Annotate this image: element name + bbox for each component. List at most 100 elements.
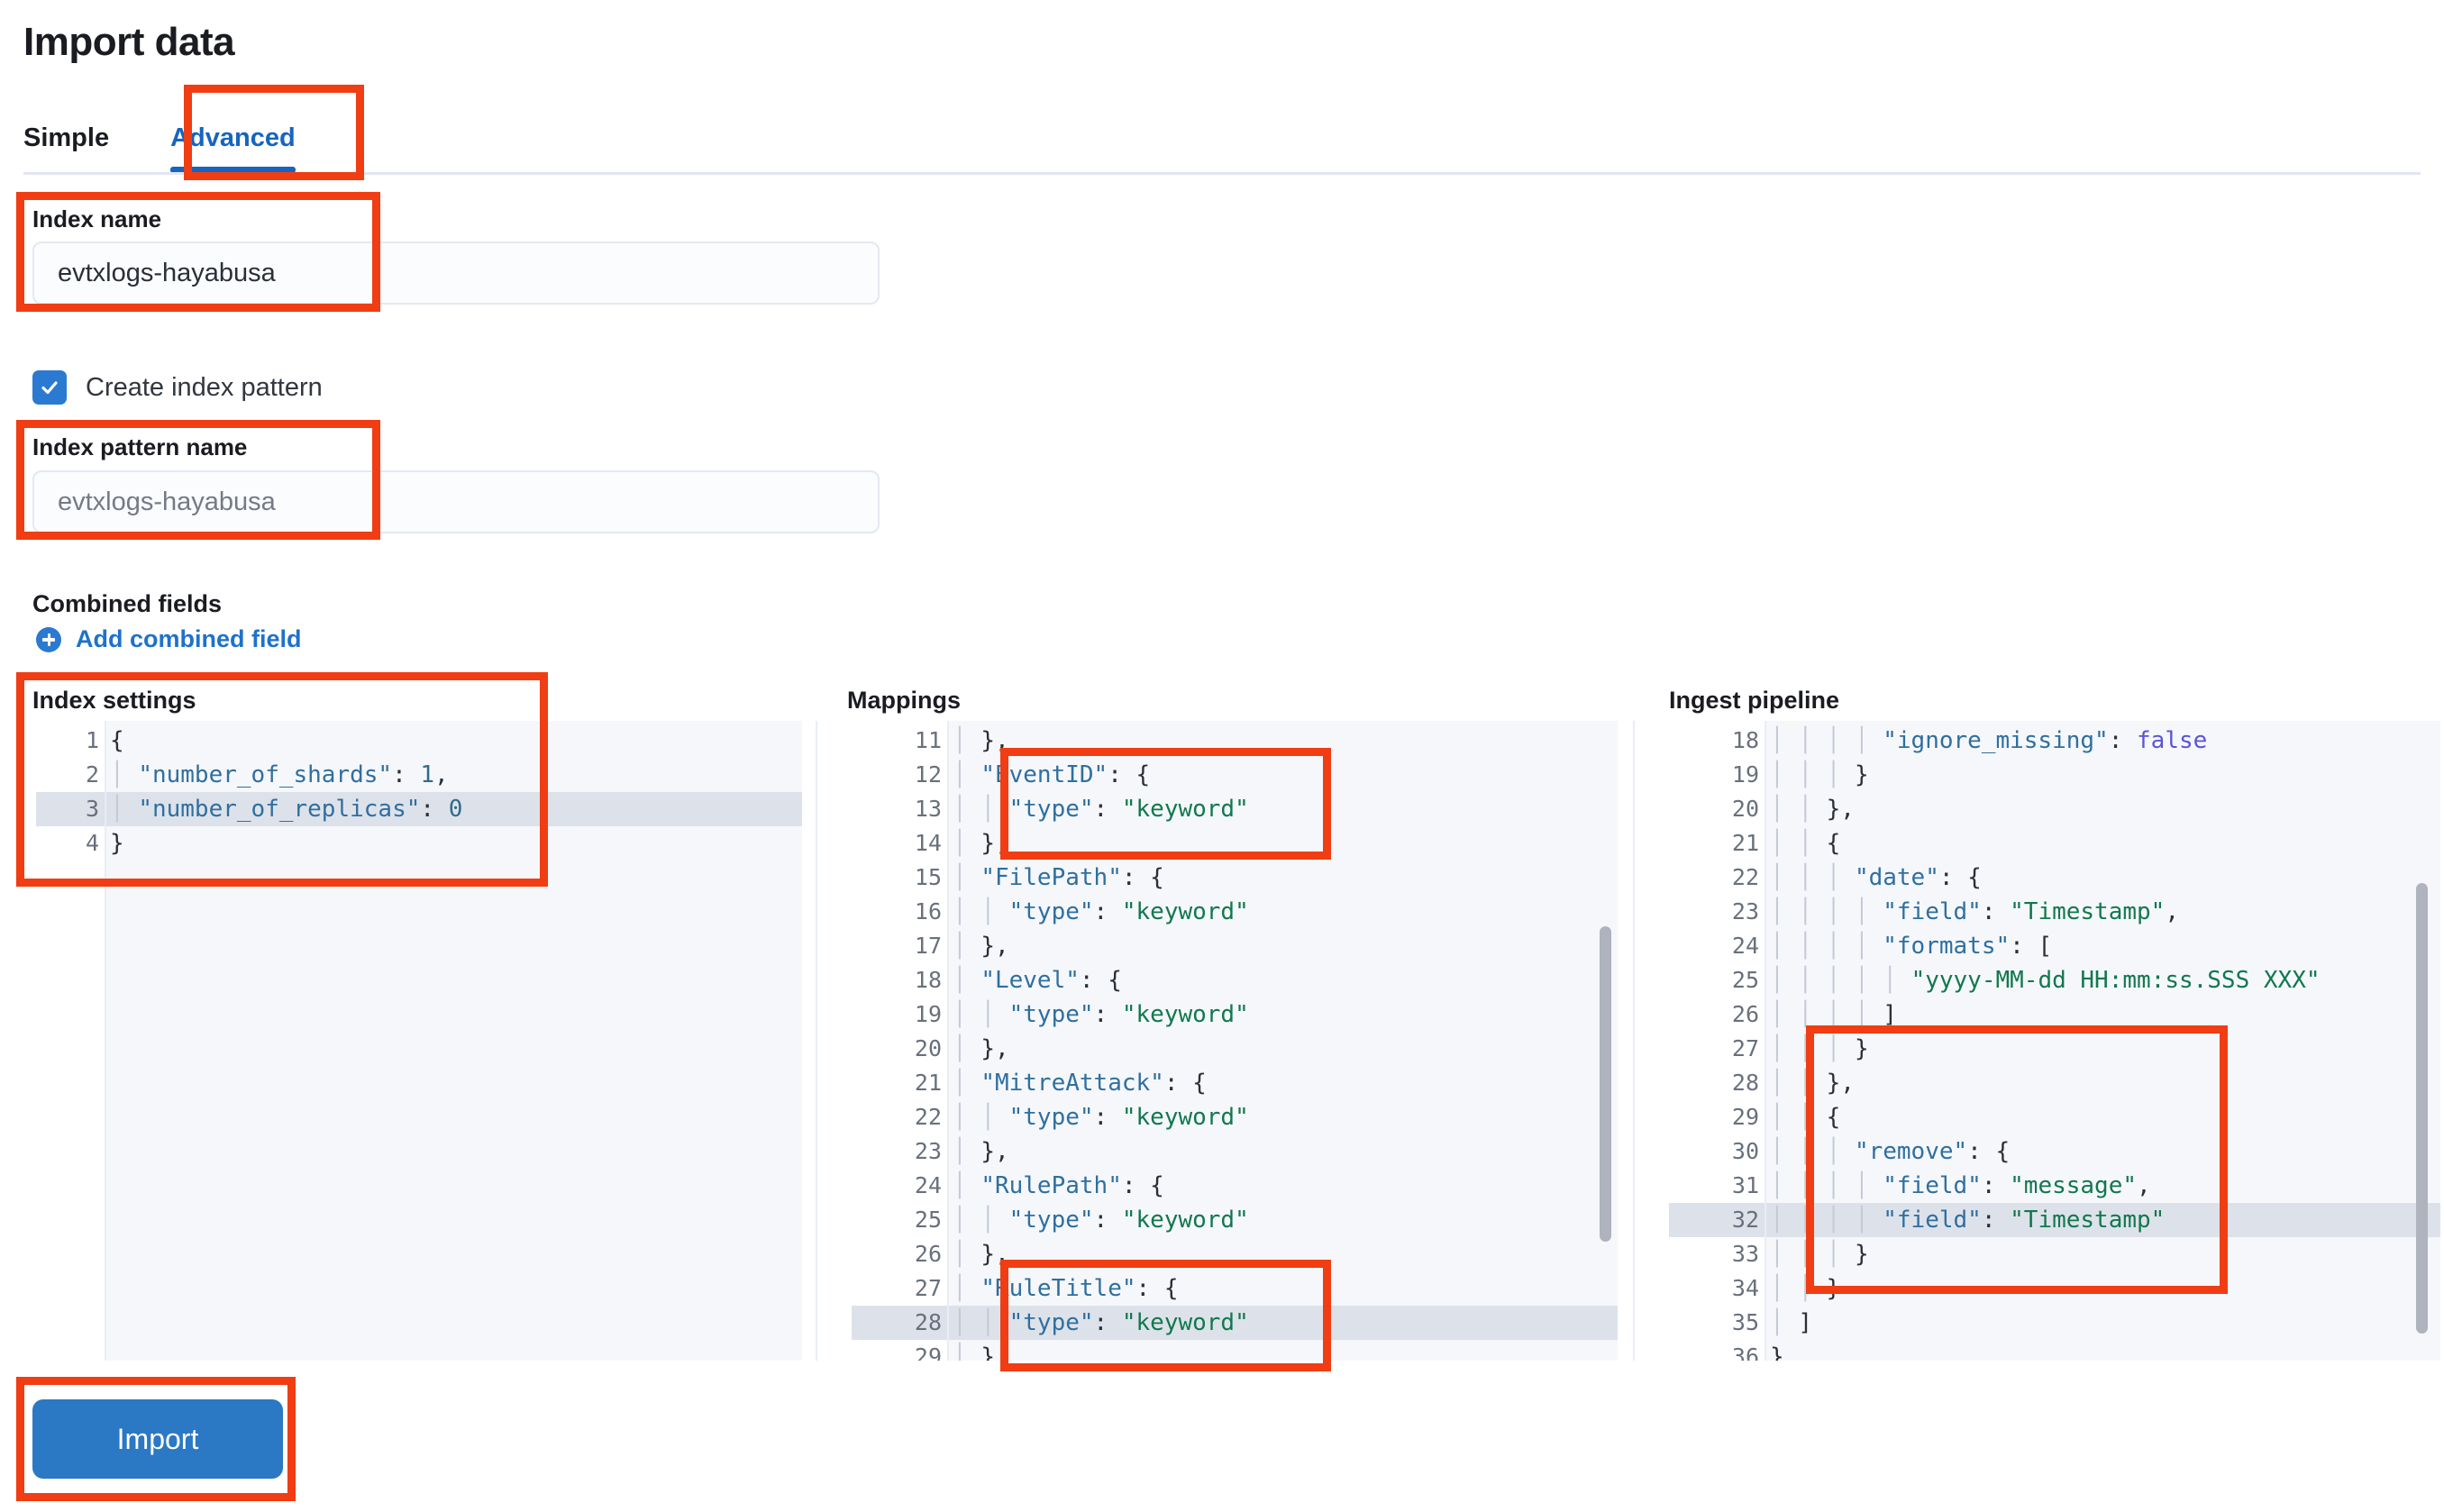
code-line: │ │ }, [1770,1070,1855,1097]
code-line: │ │ │ │ "ignore_missing": false [1770,727,2208,754]
mappings-scrollbar[interactable] [1600,926,1611,1242]
line-number: 29 [914,1343,942,1361]
code-line: │ │ } [1770,1275,1841,1302]
line-number: 20 [914,1035,942,1061]
create-index-pattern-checkbox[interactable]: Create index pattern [32,370,323,405]
mappings-title: Mappings [847,687,961,714]
line-number: 34 [1731,1275,1759,1301]
tab-advanced[interactable]: Advanced [140,123,326,173]
index-name-input[interactable]: evtxlogs-hayabusa [32,241,880,305]
ingest-pipeline-scrollbar[interactable] [2416,883,2428,1334]
line-number: 22 [1669,861,1765,895]
line-number: 31 [1731,1172,1759,1198]
combined-fields-label: Combined fields [32,590,223,617]
line-number: 18 [852,963,947,997]
line-number: 4 [85,830,99,856]
line-number: 24 [852,1169,947,1203]
line-number: 26 [1731,1001,1759,1027]
index-settings-code[interactable]: {│ "number_of_shards": 1,│ "number_of_re… [106,721,802,1361]
line-number: 30 [1669,1134,1765,1169]
line-number: 11 [914,727,942,753]
line-number: 21 [1669,826,1765,861]
line-number: 23 [914,1138,942,1164]
code-line: │ │ │ } [1770,761,1869,788]
index-pattern-name-label: Index pattern name [32,433,248,460]
line-number: 19 [1731,761,1759,788]
code-line: │ }, [953,1343,1009,1361]
code-line: │ │ }, [1770,796,1855,823]
code-line: } [110,830,124,857]
editor-divider-1 [816,721,817,1361]
code-line: │ │ { [1770,1104,1841,1131]
code-line: │ ] [1770,1309,1812,1336]
line-number: 22 [914,1104,942,1130]
index-name-value: evtxlogs-hayabusa [58,258,276,287]
code-line: │ │ { [1770,830,1841,857]
code-line: { [110,727,124,754]
add-combined-field-link[interactable]: Add combined field [36,625,302,653]
code-line: │ "EventID": { [953,761,1151,788]
code-line: │ │ "type": "keyword" [953,1001,1249,1028]
line-number: 32 [1669,1203,1765,1237]
line-number: 20 [1731,796,1759,822]
line-number: 13 [914,796,942,822]
code-line: │ │ │ │ "field": "Timestamp" [1766,1203,2440,1237]
code-line: │ │ │ │ "field": "Timestamp", [1770,898,2179,925]
code-line: │ }, [953,933,1009,960]
code-line: │ }, [953,1035,1009,1062]
line-number: 29 [1669,1100,1765,1134]
mappings-code[interactable]: │ }, │ "EventID": { │ │ "type": "keyword" │… [949,721,1618,1361]
index-pattern-name-placeholder: evtxlogs-hayabusa [58,487,276,516]
index-name-label: Index name [32,205,162,232]
code-line: │ │ "type": "keyword" [953,1104,1249,1131]
line-number: 35 [1731,1309,1759,1335]
import-button[interactable]: Import [32,1399,283,1479]
line-number: 28 [1731,1070,1759,1096]
create-index-pattern-label: Create index pattern [86,372,323,402]
code-line: │ │ │ "date": { [1770,864,1982,891]
line-number: 18 [1731,727,1759,753]
code-line: │ "RuleTitle": { [953,1275,1179,1302]
tab-bar: Simple Advanced [23,97,326,173]
add-combined-field-label: Add combined field [76,625,302,652]
code-line: │ }, [953,1241,1009,1268]
code-line: │ }, [953,1138,1009,1165]
line-number: 26 [914,1241,942,1267]
ingest-pipeline-code[interactable]: │ │ │ │ "ignore_missing": false │ │ │ } │ … [1766,721,2440,1361]
page-title: Import data [23,20,235,64]
index-pattern-name-input[interactable]: evtxlogs-hayabusa [32,470,880,533]
code-line: │ │ │ } [1770,1241,1869,1268]
code-line: } [1770,1343,1784,1361]
code-line: │ │ │ │ "formats": [ [1770,933,2053,960]
code-line: │ "Level": { [953,967,1122,994]
code-line: │ │ "type": "keyword" [949,1306,1618,1340]
code-line: │ │ "type": "keyword" [953,898,1249,925]
code-line: │ │ "type": "keyword" [953,796,1249,823]
tab-simple[interactable]: Simple [23,123,110,152]
line-number: 21 [852,1066,947,1100]
code-line: │ }, [953,830,1009,857]
code-line: │ │ │ │ │ "yyyy-MM-dd HH:mm:ss.SSS XXX" [1770,967,2321,994]
code-line: │ │ │ │ ] [1770,1001,1897,1028]
line-number: 17 [914,933,942,959]
tab-divider [23,172,2421,175]
checkmark-icon [32,370,67,405]
line-number: 12 [852,758,947,792]
code-line: │ "FilePath": { [953,864,1164,891]
code-line: │ │ "type": "keyword" [953,1207,1249,1234]
ingest-pipeline-title: Ingest pipeline [1669,687,1840,714]
code-line: │ "number_of_replicas": 0 [106,792,802,826]
line-number: 16 [914,898,942,925]
index-settings-title: Index settings [32,687,196,714]
code-line: │ "RulePath": { [953,1172,1164,1199]
line-number: 15 [852,861,947,895]
line-number: 14 [914,830,942,856]
line-number: 25 [1731,967,1759,993]
line-number: 33 [1731,1241,1759,1267]
